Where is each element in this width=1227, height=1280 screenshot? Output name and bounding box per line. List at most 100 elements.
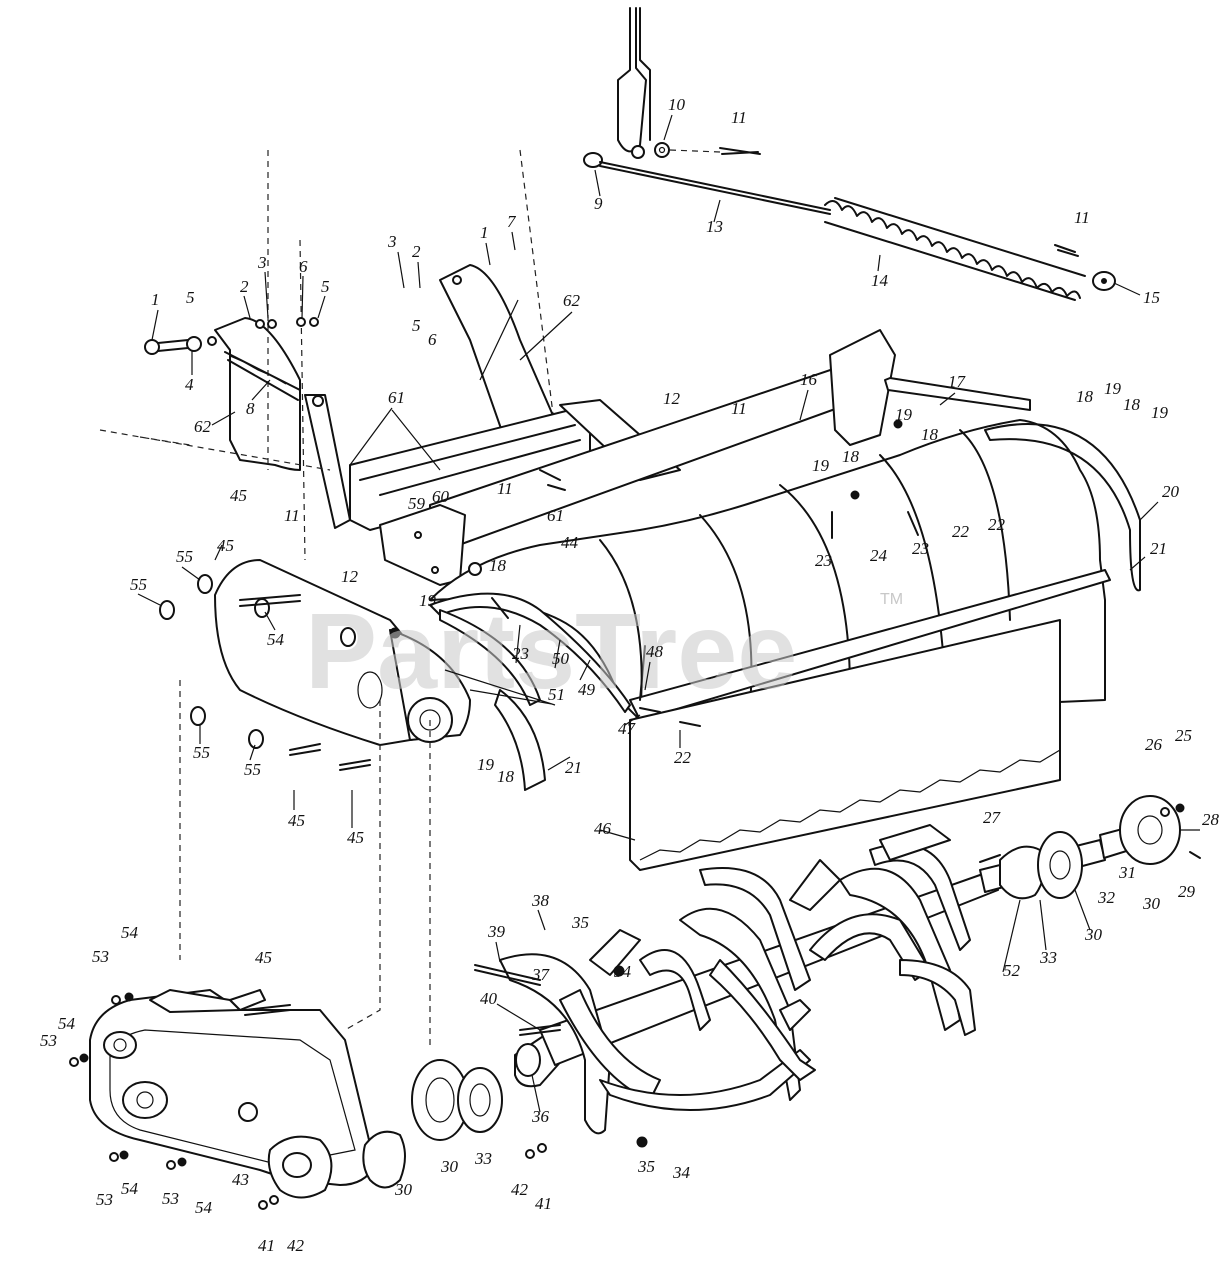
callout-29: 29 <box>1178 882 1196 901</box>
callout-51: 51 <box>548 685 565 704</box>
callout-1b: 1 <box>480 223 489 242</box>
callout-18b: 18 <box>1123 395 1141 414</box>
callout-12b: 12 <box>341 567 359 586</box>
watermark-text: PartsTree <box>305 590 797 711</box>
callout-46: 46 <box>594 819 612 838</box>
callout-3: 3 <box>257 253 267 272</box>
callout-17: 17 <box>948 372 967 391</box>
callout-20: 20 <box>1162 482 1180 501</box>
callout-19c: 19 <box>895 405 913 424</box>
callout-18d: 18 <box>842 447 860 466</box>
callout-19e: 19 <box>419 591 437 610</box>
callout-50: 50 <box>552 649 570 668</box>
callout-5b: 5 <box>321 277 330 296</box>
callout-14: 14 <box>871 271 889 290</box>
callout-61: 61 <box>388 388 405 407</box>
callout-34: 34 <box>613 962 632 981</box>
callout-44: 44 <box>561 533 579 552</box>
callout-16: 16 <box>800 370 818 389</box>
callout-62b: 62 <box>563 291 581 310</box>
callout-33b: 33 <box>474 1149 492 1168</box>
callout-18e: 18 <box>489 556 507 575</box>
callout-53: 53 <box>92 947 109 966</box>
callout-22b: 22 <box>988 515 1006 534</box>
callout-55c: 55 <box>193 743 210 762</box>
tine-shaft-and-tines <box>499 795 1181 1148</box>
callout-55d: 55 <box>244 760 261 779</box>
callout-30: 30 <box>1142 894 1161 913</box>
side-plate-51 <box>159 559 546 791</box>
callout-11c: 11 <box>731 399 747 418</box>
callout-45c: 45 <box>288 811 305 830</box>
tine-hood <box>429 377 1141 871</box>
loose-hardware <box>69 429 1201 1210</box>
callout-4: 4 <box>185 375 194 394</box>
callout-5: 5 <box>186 288 195 307</box>
callout-19f: 19 <box>477 755 495 774</box>
callout-62: 62 <box>194 417 212 436</box>
callout-31: 31 <box>1118 863 1136 882</box>
callout-35b: 35 <box>637 1157 655 1176</box>
callout-36: 36 <box>531 1107 550 1126</box>
callout-58: 59 <box>408 494 426 513</box>
watermark-trademark: TM <box>880 591 903 608</box>
lift-rod-assembly <box>583 7 1116 301</box>
callout-54: 54 <box>121 923 139 942</box>
callout-19d: 19 <box>812 456 830 475</box>
callout-47: 47 <box>618 719 637 738</box>
callout-11e: 11 <box>497 479 513 498</box>
callout-18c: 18 <box>921 425 939 444</box>
callout-6: 6 <box>299 257 308 276</box>
callout-56: 54 <box>267 630 285 649</box>
callout-30c: 30 <box>440 1157 459 1176</box>
callout-23: 23 <box>912 539 929 558</box>
callout-26: 26 <box>1145 735 1163 754</box>
callout-18f: 18 <box>497 767 515 786</box>
callout-42b: 42 <box>287 1236 305 1255</box>
callout-32: 32 <box>1097 888 1116 907</box>
callout-45d: 45 <box>347 828 364 847</box>
callout-39: 39 <box>487 922 506 941</box>
callout-53c: 53 <box>96 1190 113 1209</box>
callout-11d: 11 <box>284 506 300 525</box>
callout-30b: 30 <box>1084 925 1103 944</box>
callout-45b: 45 <box>217 536 234 555</box>
callout-54c: 54 <box>121 1179 139 1198</box>
callout-40: 40 <box>480 989 498 1008</box>
callout-25: 25 <box>1175 726 1192 745</box>
callout-38: 38 <box>531 891 550 910</box>
callout-13: 13 <box>706 217 723 236</box>
callout-27: 27 <box>983 808 1002 827</box>
callout-11: 11 <box>731 108 747 127</box>
callout-12: 12 <box>663 389 681 408</box>
callout-48: 48 <box>646 642 664 661</box>
callout-1: 1 <box>151 290 160 309</box>
callout-45e: 45 <box>255 948 272 967</box>
callout-8: 8 <box>246 399 255 418</box>
leader-lines <box>137 114 1200 1113</box>
callout-52: 52 <box>1003 961 1021 980</box>
callout-9: 9 <box>594 194 603 213</box>
callout-34b: 34 <box>672 1163 691 1182</box>
callout-labels: 1 2 3 4 5 6 5 8 62 3 2 1 7 5 6 62 10 11 … <box>40 95 1220 1255</box>
callout-41: 41 <box>535 1194 552 1213</box>
callout-7: 7 <box>507 212 517 231</box>
callout-10: 10 <box>668 95 686 114</box>
callout-55: 55 <box>176 547 193 566</box>
callout-53b: 53 <box>40 1031 57 1050</box>
callout-22c: 22 <box>674 748 692 767</box>
callout-49: 49 <box>578 680 596 699</box>
callout-24: 24 <box>870 546 888 565</box>
callout-11b: 11 <box>1074 208 1090 227</box>
left-bracket-62 <box>144 150 351 561</box>
callout-30d: 30 <box>394 1180 413 1199</box>
callout-18: 18 <box>1076 387 1094 406</box>
callout-6b: 6 <box>428 330 437 349</box>
callout-15: 15 <box>1143 288 1160 307</box>
spring <box>824 197 1086 301</box>
callout-21b: 21 <box>565 758 582 777</box>
callout-3b: 3 <box>387 232 397 251</box>
callout-2: 2 <box>240 277 249 296</box>
callout-19b: 19 <box>1151 403 1169 422</box>
